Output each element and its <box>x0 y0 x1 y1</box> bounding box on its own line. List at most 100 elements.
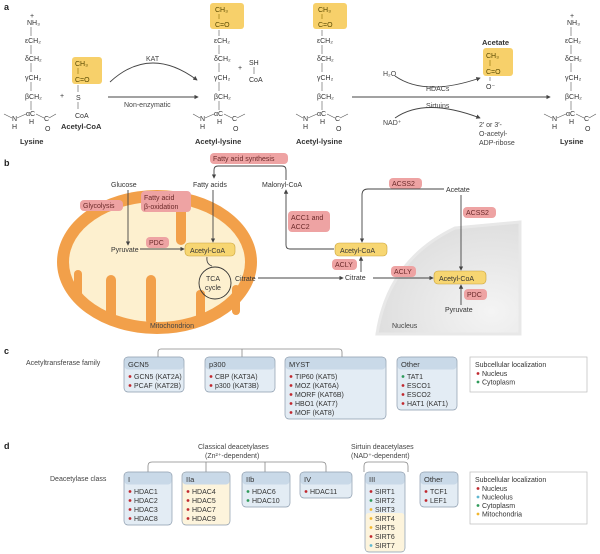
acetyl-highlight <box>72 57 102 84</box>
localization-bullet <box>401 393 405 396</box>
acetyl-highlight <box>210 3 244 29</box>
glycolysis-label: Glycolysis <box>83 203 115 210</box>
acc-label: ACC2 <box>291 224 310 231</box>
localization-bullet <box>128 499 132 502</box>
acetate-co: C=O <box>486 69 501 76</box>
backbone-h: H <box>303 124 308 131</box>
enzyme-item: HDAC9 <box>192 516 216 523</box>
chain-atom: γCH₂ <box>214 75 231 82</box>
acss2-right-badge <box>463 207 496 218</box>
localization-bullet <box>369 499 373 502</box>
backbone-o: O <box>233 126 239 133</box>
acss2-right-label: ACSS2 <box>466 210 489 217</box>
classical-group-label: Classical deacetylases <box>198 444 269 451</box>
legend-d: Subcellular localization NucleusNucleolu… <box>469 471 588 525</box>
enzyme-item: HDAC1 <box>134 489 158 496</box>
chain-atom: εCH₂ <box>317 38 333 45</box>
tca-label: cycle <box>205 285 221 292</box>
acss2-top-label: ACSS2 <box>392 181 415 188</box>
chain-atom: γCH₂ <box>317 75 334 82</box>
plus-sign: + <box>60 93 64 100</box>
legend-title: Subcellular localization <box>475 477 546 484</box>
acetyl-coa-nuc-label: Acetyl-CoA <box>439 276 474 283</box>
acetyl-lysine-right-structure: CH₃ C=O εCH₂ δCH₂ γCH₂ βCH₂ N H αC H C O… <box>295 3 349 146</box>
chain-atom: δCH₂ <box>317 56 334 63</box>
localization-bullet <box>401 384 405 387</box>
pdc-nuc-badge <box>464 289 487 300</box>
chain-atom: γCH₂ <box>25 75 42 82</box>
localization-bullet <box>186 499 190 502</box>
localization-bullet <box>369 490 373 493</box>
mito-inner <box>69 202 245 322</box>
chain-atom: εCH₂ <box>214 38 230 45</box>
citrate-cyto-label: Citrate <box>345 275 366 282</box>
sh: SH <box>249 60 259 67</box>
enzyme-item: SIRT5 <box>375 525 395 532</box>
localization-bullet <box>289 384 293 387</box>
acetyl-ch3: CH₃ <box>318 7 331 14</box>
acetyl-coa-cyto-label: Acetyl-CoA <box>340 248 375 255</box>
nucleus-label: Nucleus <box>392 323 418 330</box>
enzyme-item: HDAC3 <box>134 507 158 514</box>
acetate-label: Acetate <box>446 187 470 194</box>
h2o-label: H₂O <box>383 71 397 78</box>
localization-bullet <box>186 508 190 511</box>
enzyme-item: HDAC10 <box>252 498 280 505</box>
acly-nuc-label: ACLY <box>394 269 412 276</box>
legend-c: Subcellular localization NucleusCytoplas… <box>469 356 588 393</box>
enzyme-item: TCF1 <box>430 489 448 496</box>
backbone-n: N <box>200 116 205 123</box>
chain-atom: βCH₂ <box>317 94 334 101</box>
pdc-mito-badge <box>146 237 169 248</box>
acetyl-coa-label: Acetyl-CoA <box>61 122 102 131</box>
enzyme-item: HDAC4 <box>192 489 216 496</box>
chain-atom: βCH₂ <box>25 94 42 101</box>
sulfur: S <box>76 95 81 102</box>
localization-bullet <box>128 375 132 378</box>
enzyme-item: SIRT1 <box>375 489 395 496</box>
byproduct-line: ADP-ribose <box>479 140 515 147</box>
malonyl-coa-label: Malonyl-CoA <box>262 182 302 189</box>
charge: + <box>570 13 574 20</box>
legend-bullet <box>476 487 480 490</box>
chain-atom: βCH₂ <box>214 94 231 101</box>
non-enzymatic-label: Non-enzymatic <box>124 102 171 109</box>
pdc-mito-label: PDC <box>149 240 164 247</box>
enzyme-item: SIRT4 <box>375 516 395 523</box>
lysine-right-structure: + NH₃ εCH₂ δCH₂ γCH₂ βCH₂ N H αC H C O L… <box>543 13 597 146</box>
panel-a: a + NH₃ εCH₂ δCH₂ γCH₂ βCH₂ N H αC H C O… <box>3 2 597 147</box>
enzyme-item: LEF1 <box>430 498 447 505</box>
classical-group-label: (Zn²⁺-dependent) <box>205 453 259 460</box>
sirtuin-group-label: Sirtuin deacetylases <box>351 444 414 451</box>
acetate-ch3: CH₃ <box>486 53 499 60</box>
localization-bullet <box>289 402 293 405</box>
legend-item: Cytoplasm <box>482 503 515 510</box>
lysine-left-structure: + NH₃ εCH₂ δCH₂ γCH₂ βCH₂ N H αC H C O L… <box>3 13 57 146</box>
panel-label-c: c <box>4 346 9 356</box>
localization-bullet <box>128 517 132 520</box>
class-title: IIb <box>246 475 254 484</box>
nad-label: NAD⁺ <box>383 120 402 127</box>
legend-bullet <box>476 372 480 375</box>
enzyme-item: HDAC5 <box>192 498 216 505</box>
enzyme-item: PCAF (KAT2B) <box>134 383 181 390</box>
mitochondrion-compartment: Mitochondrion <box>57 190 257 334</box>
backbone-h: H <box>320 119 325 126</box>
backbone-c: C <box>584 116 589 123</box>
plus-sign: + <box>238 65 242 72</box>
localization-bullet <box>401 402 405 405</box>
enzyme-item: MORF (KAT6B) <box>295 392 344 399</box>
reaction-2: H₂O NAD⁺ HDACs Sirtuins Acetate CH₃ C=O … <box>352 38 551 147</box>
acc-badge <box>288 211 330 232</box>
acetyltransferase-row-label: Acetyltransferase family <box>26 360 101 367</box>
enzyme-item: ESCO1 <box>407 383 431 390</box>
backbone-alpha-c: αC <box>214 111 223 118</box>
localization-bullet <box>209 375 213 378</box>
legend-bullet <box>476 504 480 507</box>
backbone-h: H <box>552 124 557 131</box>
